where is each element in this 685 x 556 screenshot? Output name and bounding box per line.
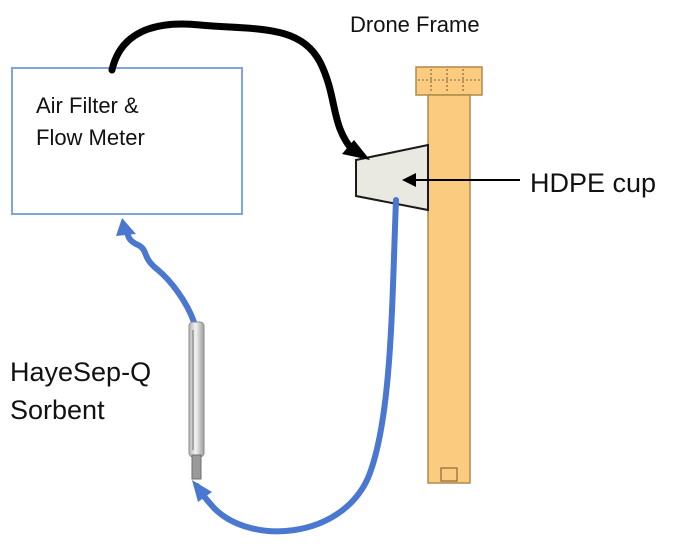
air-filter-box — [11, 67, 243, 215]
drone-frame-foot — [440, 467, 458, 482]
sorbent-label: HayeSep-Q Sorbent — [10, 357, 152, 425]
drone-frame-label: Drone Frame — [350, 12, 480, 37]
black-tubing-arrowhead — [342, 140, 370, 160]
hdpe-cup-label: HDPE cup — [530, 168, 657, 198]
blue-tubing-lower — [194, 197, 399, 535]
blue-tubing-upper — [121, 223, 197, 325]
black-tubing — [108, 20, 358, 156]
sorbent-tube — [188, 321, 205, 480]
air-filter-label: Air Filter & Flow Meter — [36, 93, 145, 150]
drone-frame — [415, 66, 483, 484]
drone-frame-top-cap — [415, 66, 483, 96]
hdpe-pointer-arrowhead — [402, 173, 416, 187]
drone-frame-beam — [427, 94, 471, 484]
blue-tubing-upper-arrowhead — [116, 218, 136, 236]
hdpe-cup — [355, 143, 429, 212]
blue-tubing-lower-arrowhead — [192, 480, 212, 502]
